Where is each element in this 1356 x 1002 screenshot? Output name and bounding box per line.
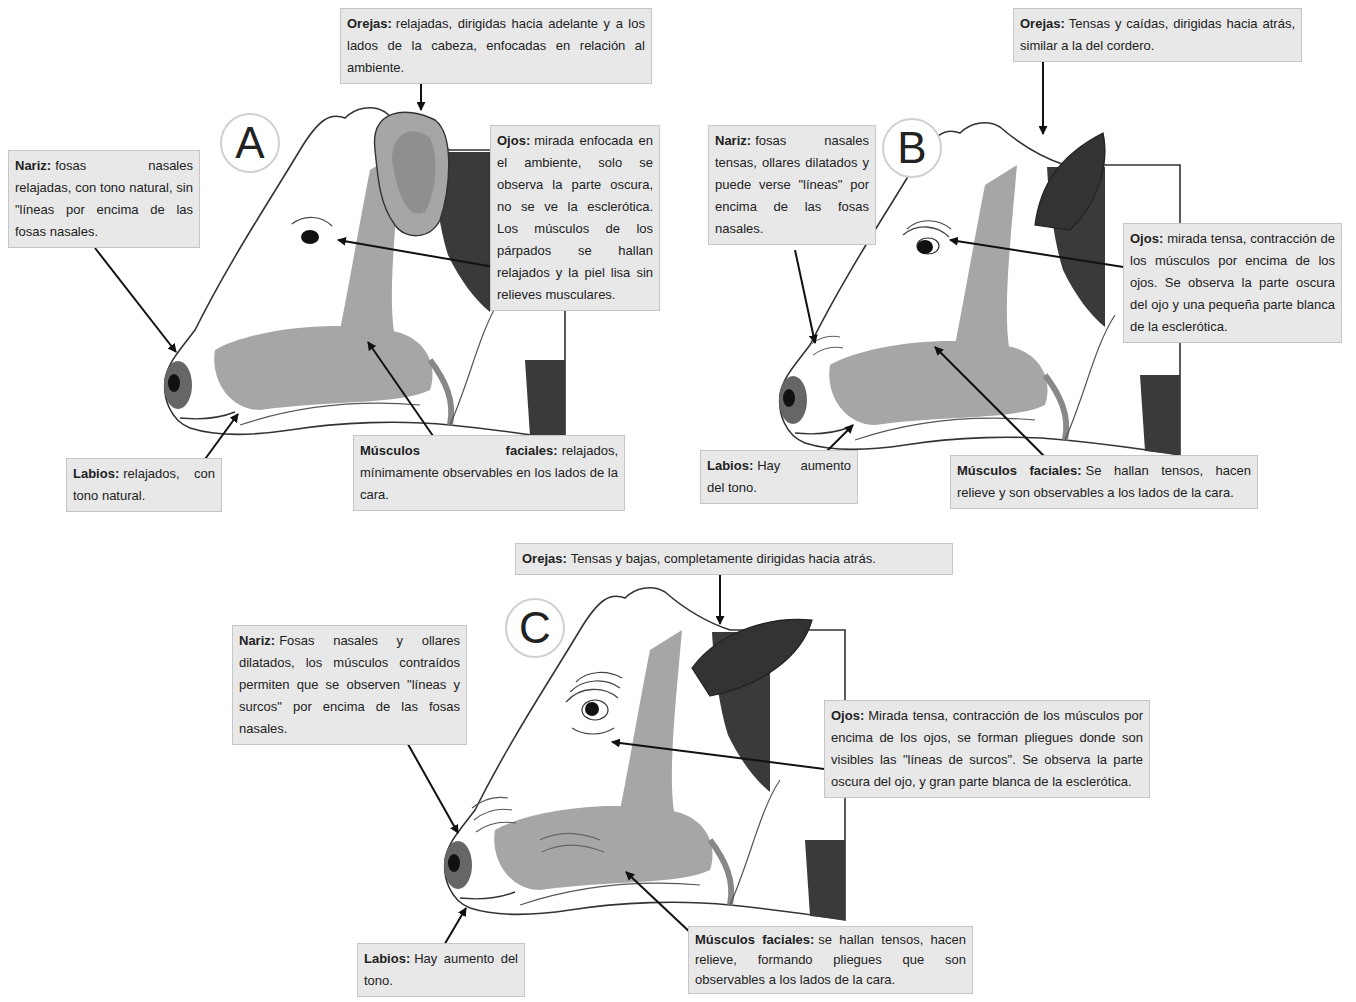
callout-heading: Orejas:: [347, 16, 392, 31]
leader-line: [626, 872, 694, 936]
face-folds: [540, 833, 604, 852]
callout-heading: Músculos faciales:: [957, 463, 1082, 478]
callout-heading: Orejas:: [1020, 16, 1065, 31]
brow-line: [907, 221, 951, 229]
leader-line: [795, 250, 815, 343]
brow-line: [570, 681, 620, 692]
ear: [375, 112, 449, 235]
callout-box: Ojos:Mirada tensa, contracción de los mú…: [824, 700, 1150, 798]
callout-heading: Orejas:: [522, 551, 567, 566]
callout-heading: Labios:: [707, 458, 753, 473]
brow-line: [292, 217, 332, 226]
callout-box: Ojos:mirada enfocada en el ambiente, sol…: [490, 125, 660, 311]
callout-heading: Músculos faciales:: [360, 443, 558, 458]
panel-letter: B: [897, 126, 926, 170]
callout-heading: Ojos:: [1130, 231, 1163, 246]
callout-heading: Músculos faciales:: [695, 932, 814, 947]
callout-box: Músculos faciales:Se hallan tensos, hace…: [950, 455, 1258, 509]
brow-line: [903, 227, 949, 237]
eye-sclera: [917, 238, 939, 254]
nose-lines: [472, 797, 516, 832]
leader-line: [400, 730, 458, 833]
eye: [301, 230, 319, 244]
panel-circle: C: [505, 598, 565, 658]
callout-text: mirada tensa, contracción de los músculo…: [1130, 231, 1335, 334]
callout-box: Nariz:fosas nasales tensas, ollares dila…: [708, 125, 876, 245]
brow-line: [576, 672, 622, 682]
panel-circle: A: [220, 113, 280, 173]
callout-heading: Nariz:: [15, 158, 51, 173]
cow-head-c: [444, 588, 845, 920]
leader-line: [935, 347, 1050, 462]
callout-box: Orejas:relajadas, dirigidas hacia adelan…: [340, 8, 652, 84]
callout-heading: Labios:: [364, 951, 410, 966]
leader-line: [612, 742, 832, 770]
eye-fold: [572, 728, 614, 734]
callout-heading: Labios:: [73, 466, 119, 481]
callout-text: mirada enfocada en el ambiente, solo se …: [497, 133, 653, 302]
callout-box: Labios:relajados, con tono natural.: [66, 458, 222, 512]
cow-head: [444, 588, 845, 920]
callout-heading: Ojos:: [497, 133, 530, 148]
panel-letter: C: [519, 606, 551, 650]
callout-heading: Ojos:: [831, 708, 864, 723]
callout-box: Nariz:Fosas nasales y ollares dilatados,…: [232, 625, 467, 745]
callout-box: Orejas:Tensas y caídas, dirigidas hacia …: [1013, 8, 1302, 62]
leader-line: [950, 240, 1130, 268]
eye: [917, 240, 933, 254]
callout-box: Nariz:fosas nasales relajadas, con tono …: [8, 150, 200, 248]
leader-line: [368, 342, 440, 446]
leader-line: [95, 248, 176, 352]
ear-inner: [392, 131, 435, 213]
callout-box: Labios:Hay aumento del tono.: [700, 450, 858, 504]
callout-box: Orejas: Tensas y bajas, completamente dir…: [515, 543, 953, 575]
callout-text: Fosas nasales y ollares dilatados, los m…: [239, 633, 460, 736]
panel-circle: B: [882, 118, 942, 178]
callout-heading: Nariz:: [715, 133, 751, 148]
callout-box: Músculos faciales:relajados, mínimamente…: [353, 435, 625, 511]
callout-text: Tensas y bajas, completamente dirigidas …: [571, 551, 876, 566]
leader-line: [338, 240, 500, 268]
callout-box: Labios:Hay aumento del tono.: [357, 943, 525, 997]
callout-heading: Nariz:: [239, 633, 275, 648]
callout-box: Músculos faciales:se hallan tensos, hace…: [688, 926, 973, 994]
callout-text: fosas nasales tensas, ollares dilatados …: [715, 133, 869, 236]
ear: [692, 619, 812, 696]
callout-box: Ojos:mirada tensa, contracción de los mú…: [1123, 223, 1342, 343]
eye-sclera: [582, 700, 608, 720]
eye: [585, 702, 599, 716]
panel-letter: A: [235, 121, 264, 165]
callout-text: Mirada tensa, contracción de los músculo…: [831, 708, 1143, 789]
ear: [1035, 133, 1105, 230]
